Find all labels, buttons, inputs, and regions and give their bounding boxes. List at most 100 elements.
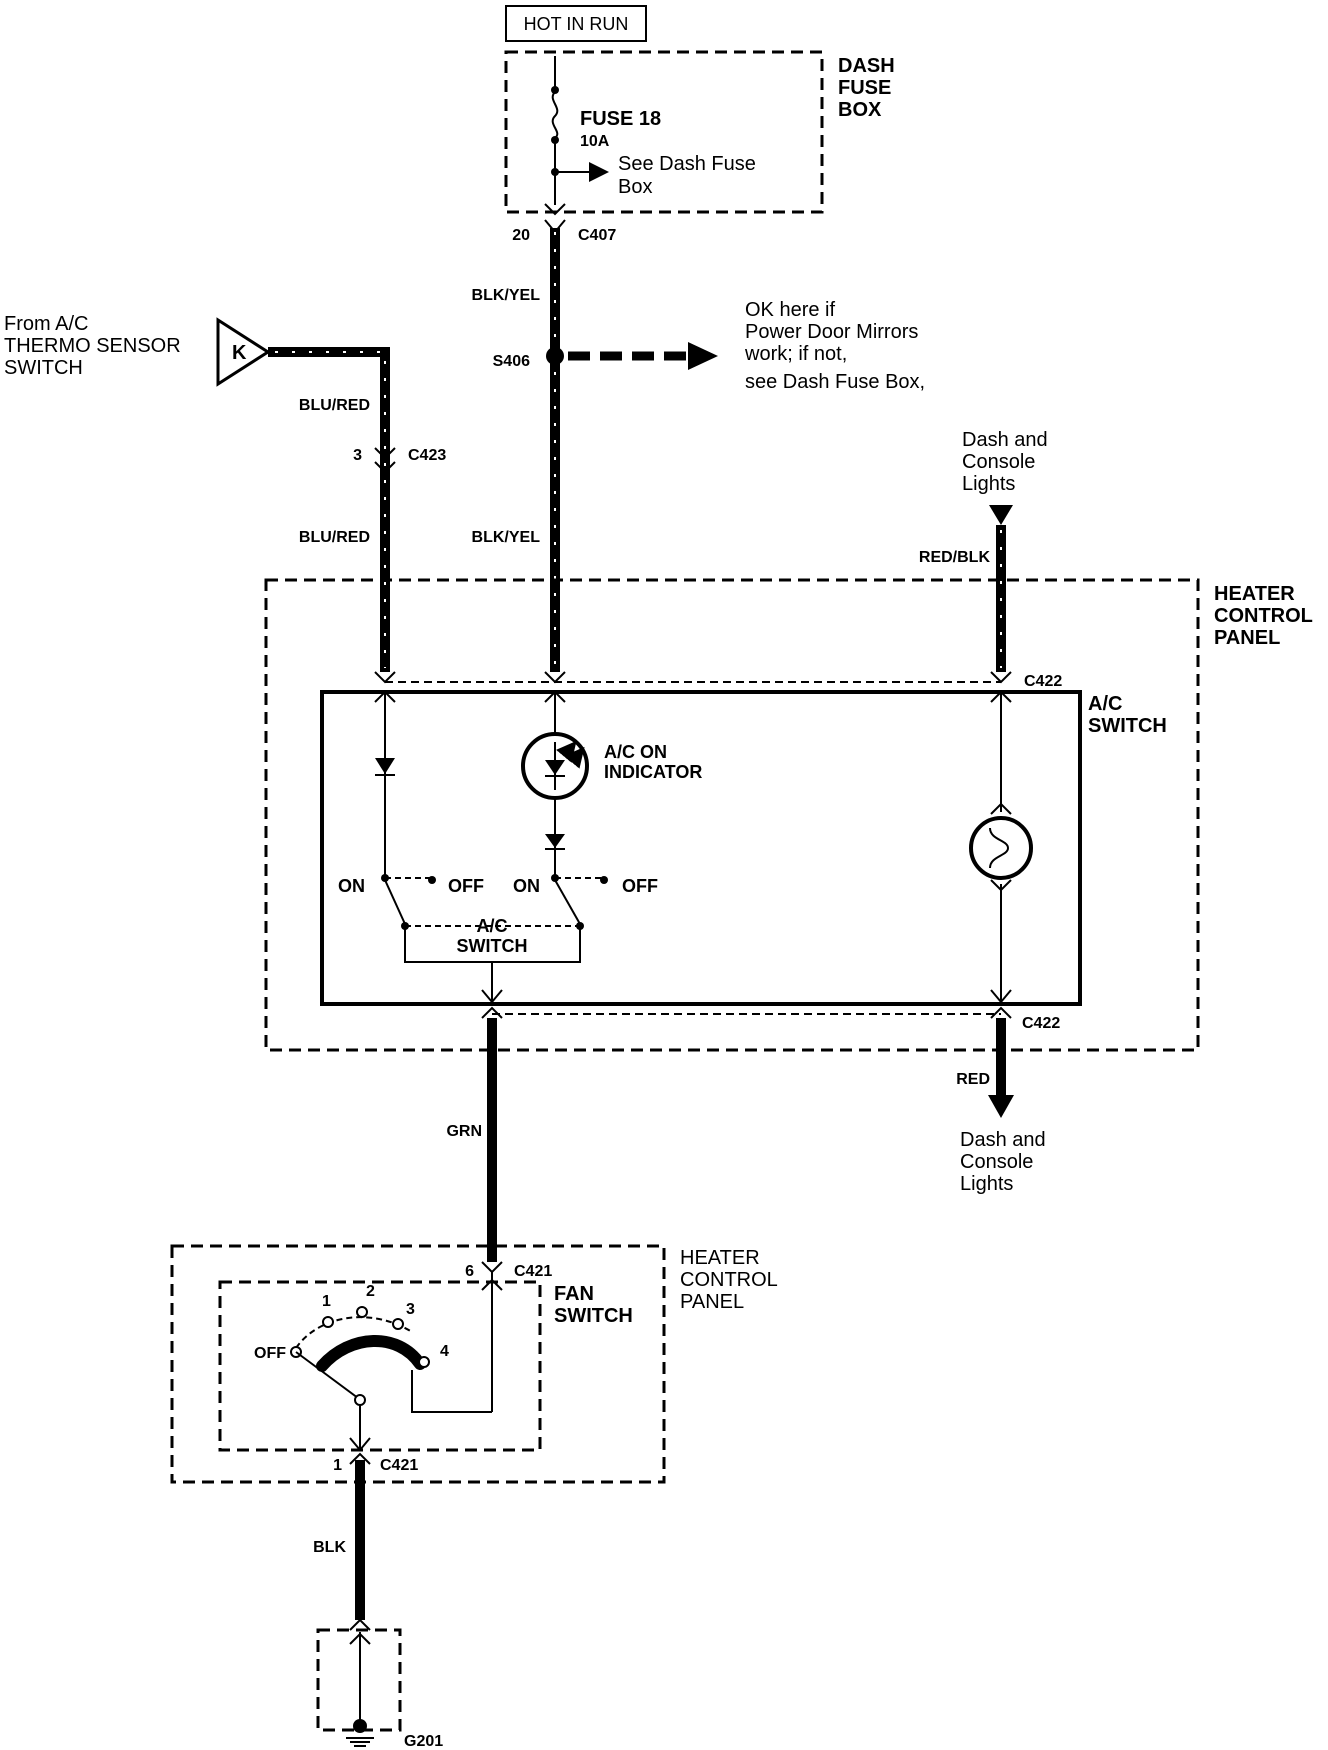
- fuse-terminal-bottom: [551, 136, 559, 144]
- thermo-source-2: THERMO SENSOR: [4, 335, 181, 357]
- switch-off-1: OFF: [448, 876, 484, 896]
- fan-label-3: 3: [406, 1301, 415, 1318]
- fuse-element: [551, 91, 559, 139]
- c421-top-connector: [481, 1261, 503, 1274]
- c423-connector-lower: [374, 461, 396, 474]
- lights-bottom-3: Lights: [960, 1173, 1013, 1195]
- s406-note-3: work; if not,: [744, 343, 847, 365]
- thermo-diode: [375, 758, 395, 774]
- c407-connector-arrow: [544, 203, 566, 216]
- c423-connector: [374, 447, 396, 460]
- lights-top-3: Lights: [962, 473, 1015, 495]
- dash-fuse-box-label-1: DASH: [838, 55, 895, 77]
- s406-note-4: see Dash Fuse Box,: [745, 371, 925, 393]
- c421-top-pin: 6: [465, 1263, 474, 1280]
- heater-panel-bottom-title-1: HEATER: [680, 1247, 760, 1269]
- see-fuse-box-2: Box: [618, 176, 652, 198]
- switch-on-1: ON: [338, 876, 365, 896]
- indicator-label-2: INDICATOR: [604, 762, 702, 782]
- c421-bottom-label: C421: [380, 1457, 418, 1474]
- blu-red-label-lower: BLU/RED: [299, 529, 370, 546]
- c422-top-label: C422: [1024, 673, 1062, 690]
- c407-label: C407: [578, 227, 616, 244]
- fuse-terminal-top: [551, 86, 559, 94]
- indicator-diode: [545, 834, 565, 848]
- lights-bottom-1: Dash and: [960, 1129, 1046, 1151]
- c423-label: C423: [408, 447, 446, 464]
- switch-off-2: OFF: [622, 876, 658, 896]
- see-fuse-box-1: See Dash Fuse: [618, 153, 756, 175]
- fuse-rating: 10A: [580, 133, 610, 150]
- fan-switch-contact-arc: [316, 1335, 426, 1372]
- inner-switch-label-2: SWITCH: [457, 936, 528, 956]
- blk-yel-label-lower: BLK/YEL: [472, 529, 541, 546]
- ac-switch-title-2: SWITCH: [1088, 715, 1167, 737]
- blk-label: BLK: [313, 1539, 346, 1556]
- c407-pin: 20: [512, 227, 530, 244]
- fan-switch-blade: [295, 1351, 359, 1399]
- c422-top-pin-red: [990, 671, 1012, 684]
- thermo-source-1: From A/C: [4, 313, 88, 335]
- ground-box: [316, 1628, 402, 1732]
- fan-switch-title-2: SWITCH: [554, 1305, 633, 1327]
- c421-bottom-pin: 1: [333, 1457, 342, 1474]
- thermo-source-3: SWITCH: [4, 357, 83, 379]
- dash-fuse-box: [504, 50, 824, 214]
- switch-contact-off-1: [428, 876, 436, 884]
- ac-switch-box: [320, 690, 1082, 1006]
- connector-k-letter: K: [232, 342, 247, 364]
- red-label: RED: [956, 1071, 990, 1088]
- fuse-name: FUSE 18: [580, 108, 661, 130]
- fan-switch-box: [218, 1280, 542, 1452]
- fan-pos-4: [418, 1356, 430, 1368]
- fan-switch-title-1: FAN: [554, 1283, 594, 1305]
- fan-pos-3: [392, 1318, 404, 1330]
- c422-top-pin-blu: [374, 671, 396, 684]
- lights-bottom-2: Console: [960, 1151, 1033, 1173]
- s406-branch-arrow: [688, 342, 718, 370]
- fan-label-off: OFF: [254, 1345, 286, 1362]
- heater-panel-top-title-1: HEATER: [1214, 583, 1295, 605]
- dash-fuse-box-label-2: FUSE: [838, 77, 891, 99]
- blu-red-label-upper: BLU/RED: [299, 397, 370, 414]
- lights-top-1: Dash and: [962, 429, 1048, 451]
- switch-blade-2: [554, 879, 581, 925]
- lights-top-2: Console: [962, 451, 1035, 473]
- grn-label: GRN: [446, 1123, 482, 1140]
- switch-contact-off-2: [600, 876, 608, 884]
- g201-label: G201: [404, 1733, 443, 1750]
- heater-panel-bottom-title-2: CONTROL: [680, 1269, 778, 1291]
- fan-label-1: 1: [322, 1293, 331, 1310]
- red-blk-label: RED/BLK: [919, 549, 991, 566]
- heater-control-panel-top: [264, 578, 1200, 1052]
- c422-top-pin-blk: [544, 671, 566, 684]
- switch-blade-1: [384, 879, 406, 925]
- heater-panel-bottom-title-3: PANEL: [680, 1291, 744, 1313]
- switch-on-2: ON: [513, 876, 540, 896]
- c421-bottom-connector: [349, 1452, 371, 1465]
- s406-label: S406: [493, 353, 530, 370]
- c422-bottom-label: C422: [1022, 1015, 1060, 1032]
- heater-panel-top-title-3: PANEL: [1214, 627, 1280, 649]
- hot-in-run-label: HOT IN RUN: [524, 14, 629, 34]
- heater-control-panel-bottom: [170, 1244, 666, 1484]
- fan-label-2: 2: [366, 1283, 375, 1300]
- dash-fuse-box-label-3: BOX: [838, 99, 882, 121]
- c423-pin: 3: [353, 447, 362, 464]
- blk-yel-label-upper: BLK/YEL: [472, 287, 541, 304]
- fan-pos-2: [356, 1306, 368, 1318]
- hot-in-run-box: [505, 5, 647, 42]
- s406-note-1: OK here if: [745, 299, 835, 321]
- lights-top-arrow: [989, 505, 1013, 525]
- panel-light-bulb: [969, 816, 1033, 880]
- lights-bottom-arrow: [988, 1095, 1014, 1118]
- ac-switch-title-1: A/C: [1088, 693, 1122, 715]
- inner-switch-label-1: A/C: [477, 916, 508, 936]
- c421-top-label: C421: [514, 1263, 552, 1280]
- heater-panel-top-title-2: CONTROL: [1214, 605, 1313, 627]
- s406-note-2: Power Door Mirrors: [745, 321, 918, 343]
- fan-pos-1: [322, 1316, 334, 1328]
- switch-output-arrow: [481, 989, 503, 1004]
- fan-label-4: 4: [440, 1343, 449, 1360]
